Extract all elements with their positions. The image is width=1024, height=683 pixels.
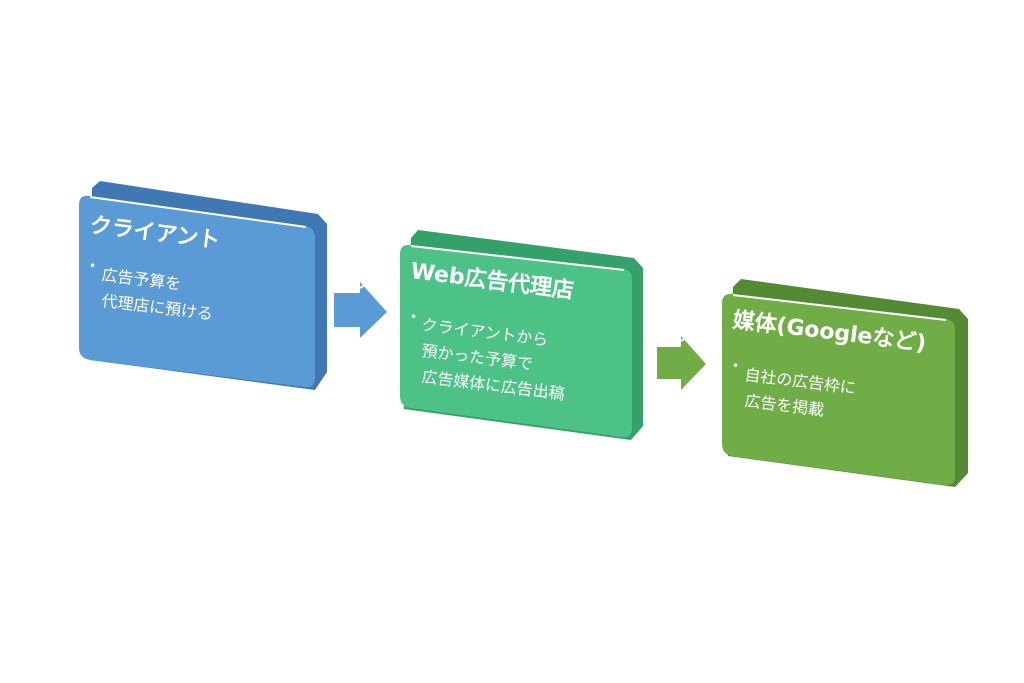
arrow-2-highlight xyxy=(680,335,713,371)
agency-box-highlight xyxy=(410,245,625,271)
client-bullet: • xyxy=(89,259,96,273)
agency-bullet: • xyxy=(410,310,417,324)
arrow-1-highlight xyxy=(359,282,394,319)
agency-box-face xyxy=(400,244,632,438)
arrow-agency-to-media xyxy=(657,335,713,390)
client-box-face xyxy=(79,195,315,388)
right-arrow-icon xyxy=(334,282,387,338)
media-box-highlight xyxy=(732,294,947,321)
agency-box: Web広告代理店 • クライアントから 預かった予算で 広告媒体に広告出稿 xyxy=(400,230,643,440)
client-box: クライアント • 広告予算を 代理店に預ける xyxy=(79,181,327,390)
media-bullet: • xyxy=(732,359,739,373)
right-arrow-icon xyxy=(657,336,706,390)
media-box-face xyxy=(722,293,955,486)
client-box-highlight xyxy=(89,196,307,228)
arrow-client-to-agency xyxy=(334,282,394,338)
media-box: 媒体(Googleなど) • 自社の広告枠に 広告を掲載 xyxy=(722,279,968,487)
